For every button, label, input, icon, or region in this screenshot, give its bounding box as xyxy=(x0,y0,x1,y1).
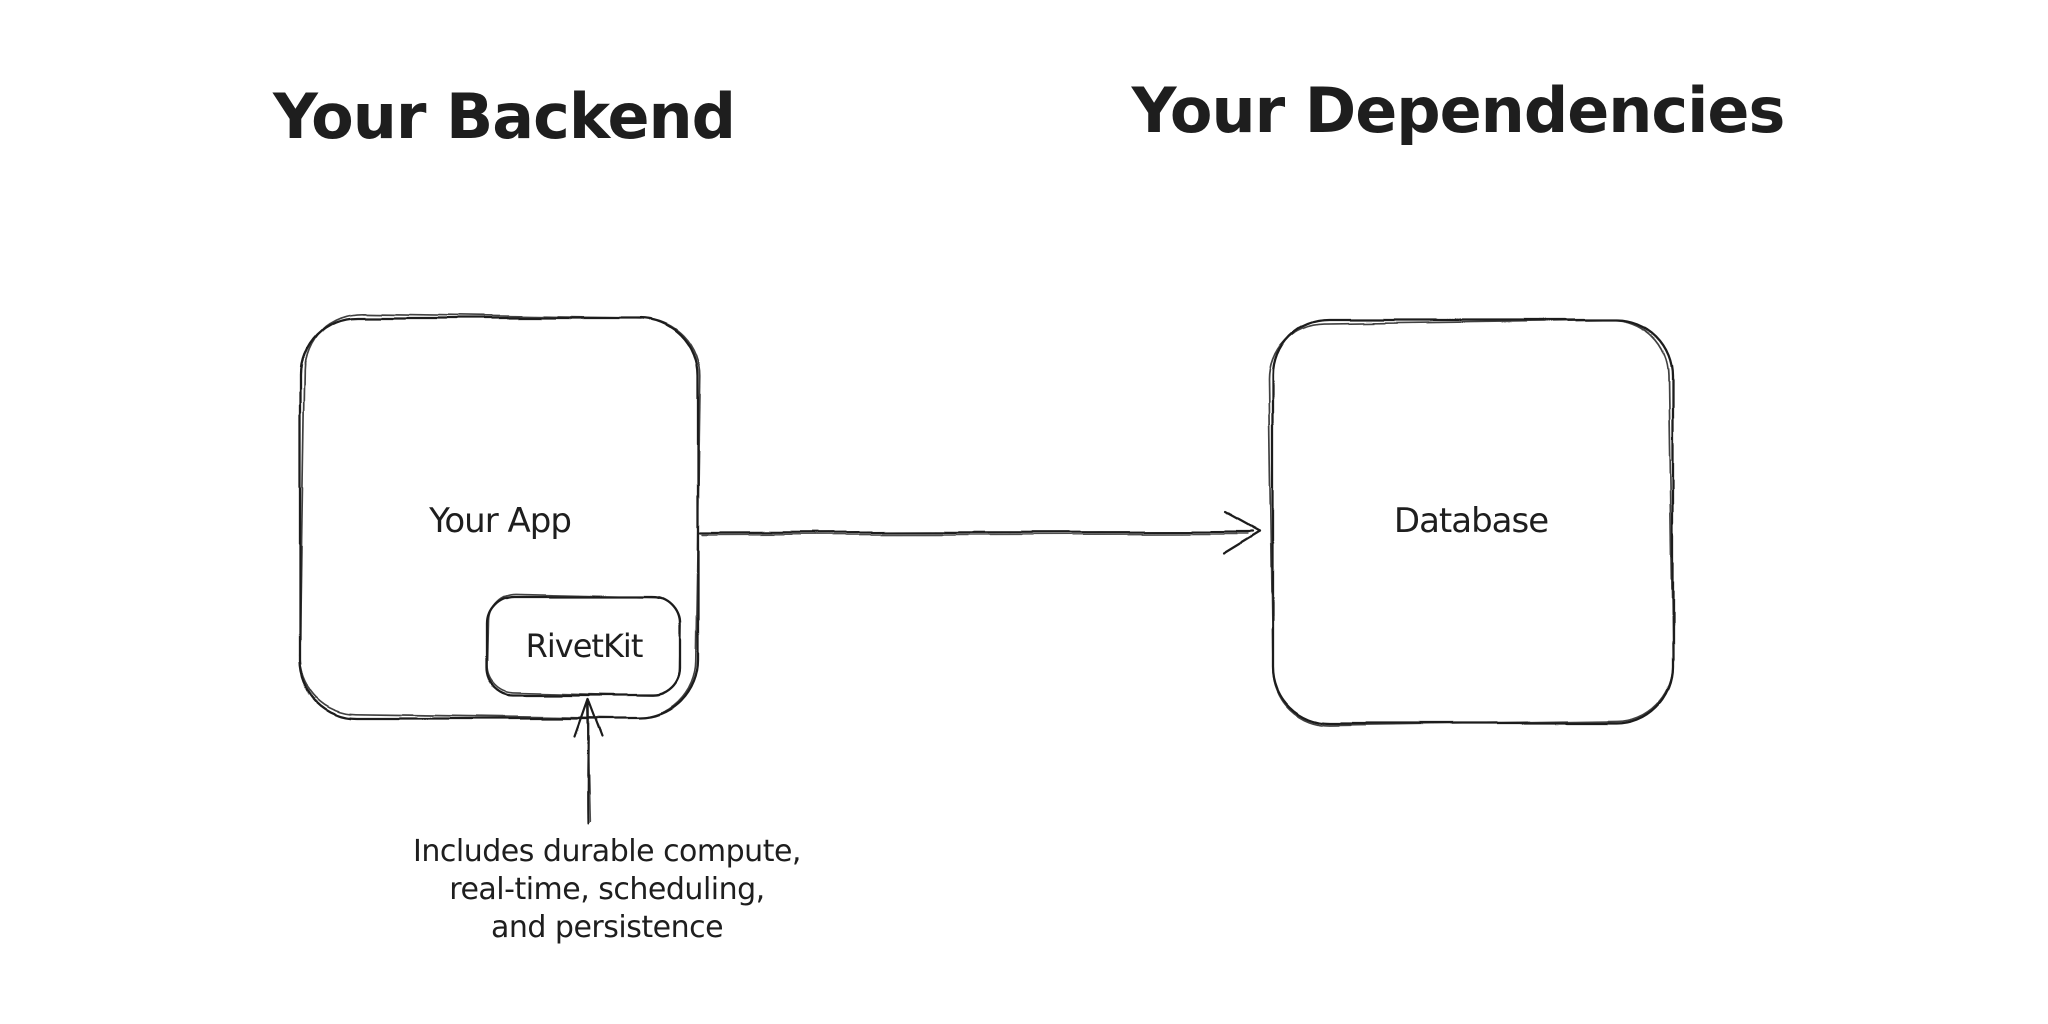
annotation-line-1: Includes durable compute, xyxy=(413,834,801,869)
annotation-line-3: and persistence xyxy=(490,910,724,945)
database-box xyxy=(1268,318,1675,726)
annotation-line-2: real-time, scheduling, xyxy=(449,872,765,907)
annotation-to-rivetkit-arrow xyxy=(573,697,604,826)
your-app-label: Your App xyxy=(429,501,572,541)
backend-title: Your Backend xyxy=(272,80,736,153)
database-label: Database xyxy=(1393,501,1549,541)
dependencies-title: Your Dependencies xyxy=(1131,74,1786,147)
rivetkit-box xyxy=(485,593,682,697)
your-app-box xyxy=(298,312,702,720)
rivetkit-label: RivetKit xyxy=(525,627,644,665)
app-to-database-arrow xyxy=(698,510,1262,556)
rivetkit-annotation: Includes durable compute, real-time, sch… xyxy=(413,833,801,947)
